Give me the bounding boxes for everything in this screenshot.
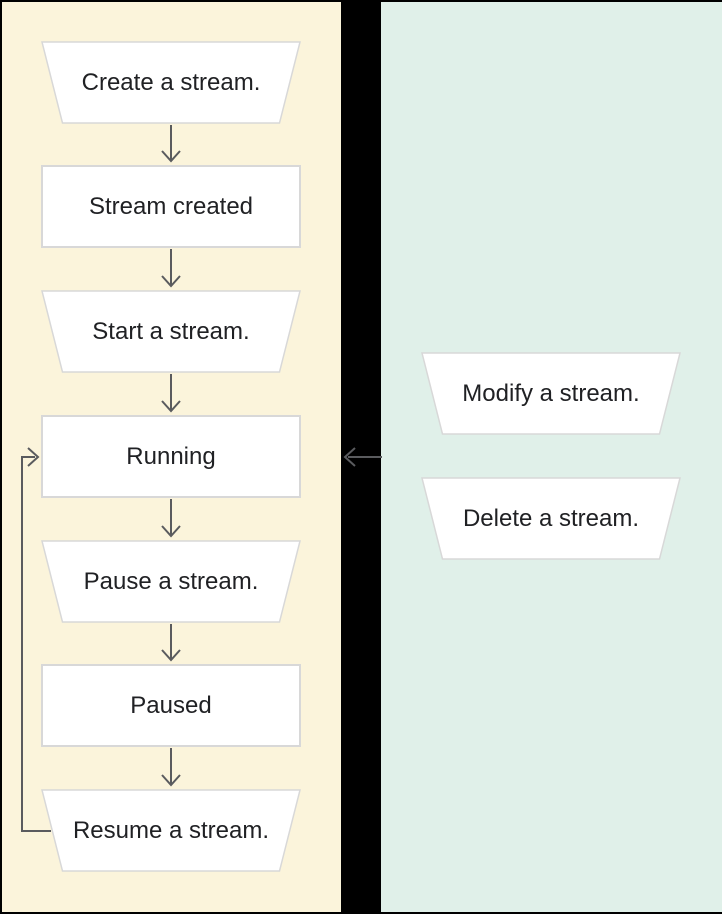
node-label: Modify a stream.	[462, 379, 640, 407]
trapezoid-shape	[421, 352, 681, 435]
node-label: Create a stream.	[81, 68, 261, 96]
node-label: Paused	[130, 691, 212, 719]
trapezoid-shape	[41, 41, 301, 124]
node-create-a-stream: Create a stream.	[41, 41, 301, 124]
node-label: Start a stream.	[92, 317, 250, 345]
node-start-a-stream: Start a stream.	[41, 290, 301, 373]
node-label: Pause a stream.	[83, 567, 259, 595]
node-stream-created: Stream created	[41, 165, 301, 248]
trapezoid-shape	[41, 540, 301, 623]
node-delete-a-stream: Delete a stream.	[421, 477, 681, 560]
node-label: Delete a stream.	[462, 504, 640, 532]
node-label: Stream created	[88, 192, 254, 220]
node-label: Resume a stream.	[72, 816, 270, 844]
node-label: Running	[126, 442, 216, 470]
actions-panel	[381, 2, 722, 912]
trapezoid-shape	[41, 290, 301, 373]
connector-actions-to-running	[343, 447, 382, 467]
node-paused: Paused	[41, 664, 301, 747]
node-resume-a-stream: Resume a stream.	[41, 789, 301, 872]
trapezoid-shape	[421, 477, 681, 560]
trapezoid-shape	[41, 789, 301, 872]
node-modify-a-stream: Modify a stream.	[421, 352, 681, 435]
node-running: Running	[41, 415, 301, 498]
node-pause-a-stream: Pause a stream.	[41, 540, 301, 623]
